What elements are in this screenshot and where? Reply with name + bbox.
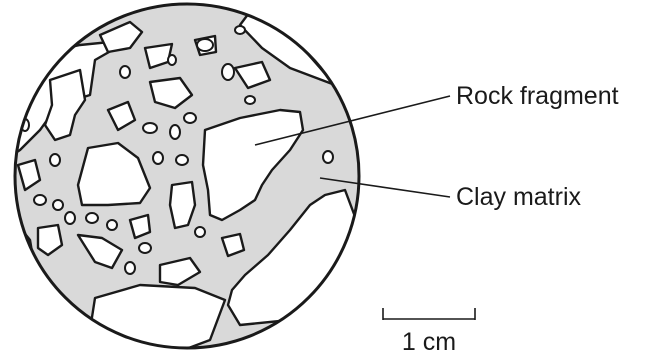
rock-fragment [65, 212, 75, 224]
rock-fragment [143, 123, 157, 133]
scale-bar: 1 cm [383, 308, 475, 356]
rock-fragment [184, 113, 196, 123]
rock-fragment [53, 200, 63, 210]
rock-fragment [86, 213, 98, 223]
rock-fragment [222, 64, 234, 80]
rock-fragment [235, 26, 245, 34]
rock-fragment [50, 154, 60, 166]
rock-fragment [153, 152, 163, 164]
clay-matrix-label: Clay matrix [456, 183, 582, 211]
rock-fragment [125, 262, 135, 274]
rock-fragment [120, 66, 130, 78]
scale-bar-label: 1 cm [402, 328, 456, 356]
rock-fragment [176, 155, 188, 165]
rock-fragment [245, 96, 255, 104]
rock-fragment [170, 125, 180, 139]
rock-fragment [195, 227, 205, 237]
rock-fragment [168, 55, 176, 65]
rock-fragment [34, 195, 46, 205]
rock-fragment [197, 39, 213, 51]
rock-fragment [323, 151, 333, 163]
rock-fragment [107, 220, 117, 230]
rock-fragment [139, 243, 151, 253]
rock-fragment-label: Rock fragment [456, 82, 619, 110]
